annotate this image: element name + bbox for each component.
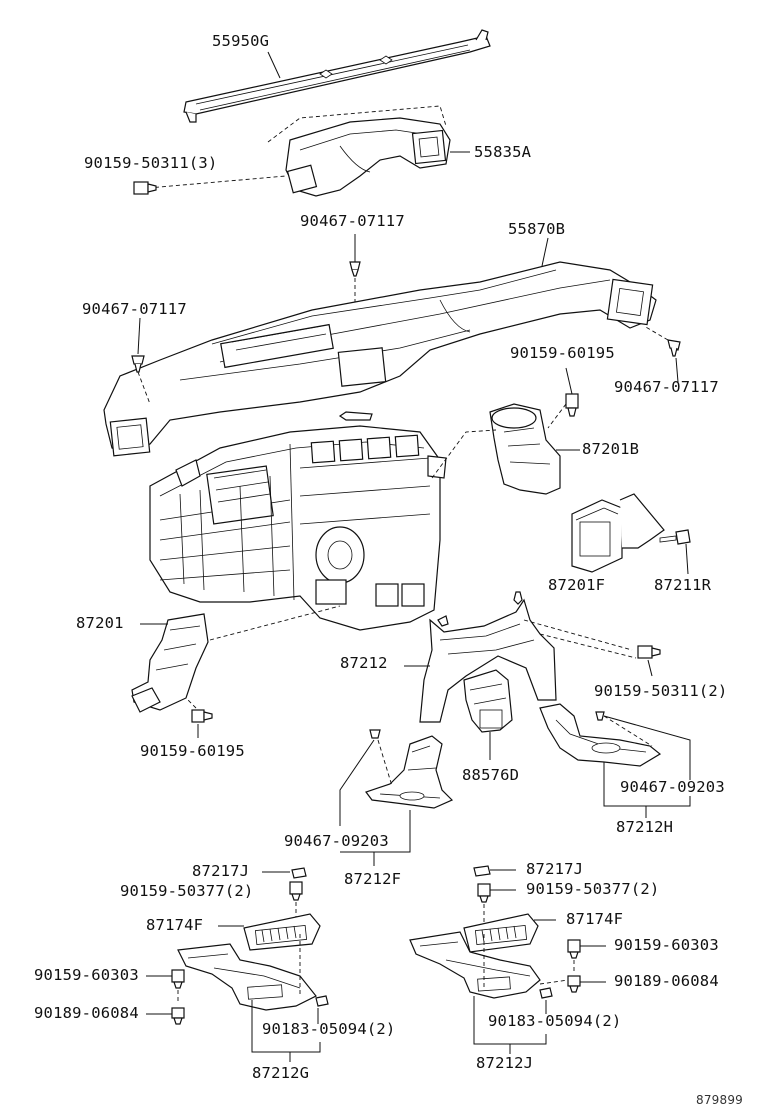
- label-87201B: 87201B: [582, 440, 640, 458]
- label-90467-09203-left: 90467-09203: [284, 832, 389, 850]
- label-90467-09203-right: 90467-09203: [620, 778, 725, 796]
- label-87174F-right: 87174F: [566, 910, 624, 928]
- bolt-90159-60303-right: [567, 939, 581, 959]
- label-87174F-left: 87174F: [146, 916, 204, 934]
- duct-87212: [419, 591, 557, 723]
- duct-55870B: [103, 261, 657, 457]
- clip-90467-07117-right: [667, 339, 681, 357]
- label-90159-50311-3: 90159-50311(3): [84, 154, 218, 172]
- label-90159-60195-lower: 90159-60195: [140, 742, 245, 760]
- bolt-90159-60195-upper: [565, 393, 579, 417]
- hvac-unit: [149, 411, 447, 631]
- duct-87201F: [571, 493, 665, 573]
- cap-87217J-left: [291, 867, 307, 879]
- label-55950G: 55950G: [212, 32, 270, 50]
- label-90189-06084-left: 90189-06084: [34, 1004, 139, 1022]
- bolt-90159-50311-2: [637, 645, 661, 659]
- garnish-strip-55950G: [183, 29, 491, 123]
- label-90159-50311-2: 90159-50311(2): [594, 682, 728, 700]
- register-87174F-right: [463, 913, 539, 953]
- duct-87212G: [177, 943, 317, 1011]
- label-55835A: 55835A: [474, 143, 532, 161]
- label-90183-05094-right: 90183-05094(2): [488, 1012, 622, 1030]
- label-90159-60195-upper: 90159-60195: [510, 344, 615, 362]
- label-90467-07117-right: 90467-07117: [614, 378, 719, 396]
- screw-90189-06084-right: [567, 975, 581, 993]
- bolt-90159-50377-right: [477, 883, 491, 903]
- duct-87201B: [489, 403, 561, 495]
- nut-90183-05094-right: [539, 987, 553, 999]
- duct-55835A: [285, 117, 451, 197]
- bolt-90159-60195-lower: [191, 709, 213, 723]
- screw-87211R: [659, 529, 691, 545]
- clip-90467-09203-right: [595, 711, 605, 721]
- label-88576D: 88576D: [462, 766, 520, 784]
- duct-87212H: [539, 703, 662, 767]
- label-87212: 87212: [340, 654, 388, 672]
- screw-90189-06084-left: [171, 1007, 185, 1025]
- label-87217J-left: 87217J: [192, 862, 250, 880]
- clip-90467-07117-left: [131, 355, 145, 373]
- label-55870B: 55870B: [508, 220, 566, 238]
- label-90159-50377-right: 90159-50377(2): [526, 880, 660, 898]
- bolt-90159-60303-left: [171, 969, 185, 989]
- register-87174F-left: [243, 913, 321, 951]
- label-87212F: 87212F: [344, 870, 402, 888]
- duct-87201: [131, 613, 209, 713]
- diagram-id: 879899: [696, 1093, 744, 1107]
- label-87201: 87201: [76, 614, 124, 632]
- nut-90183-05094-left: [315, 995, 329, 1007]
- bolt-90159-50377-left: [289, 881, 303, 901]
- label-87212H: 87212H: [616, 818, 674, 836]
- label-90183-05094-left: 90183-05094(2): [262, 1020, 396, 1038]
- cap-87217J-right: [473, 865, 491, 877]
- label-87201F: 87201F: [548, 576, 606, 594]
- label-90159-60303-left: 90159-60303: [34, 966, 139, 984]
- bolt-90159-50311: [133, 181, 157, 195]
- clip-90467-09203-left: [369, 729, 381, 739]
- label-87212G: 87212G: [252, 1064, 310, 1082]
- label-90467-07117-left: 90467-07117: [82, 300, 187, 318]
- label-87212J: 87212J: [476, 1054, 534, 1072]
- label-90159-60303-right: 90159-60303: [614, 936, 719, 954]
- duct-87212J: [409, 931, 541, 999]
- clip-90467-07117-center: [349, 261, 361, 277]
- label-87217J-right: 87217J: [526, 860, 584, 878]
- label-90159-50377-left: 90159-50377(2): [120, 882, 254, 900]
- duct-87212F: [365, 735, 454, 809]
- label-90189-06084-right: 90189-06084: [614, 972, 719, 990]
- label-90467-07117-center: 90467-07117: [300, 212, 405, 230]
- label-87211R: 87211R: [654, 576, 712, 594]
- duct-88576D: [463, 669, 513, 733]
